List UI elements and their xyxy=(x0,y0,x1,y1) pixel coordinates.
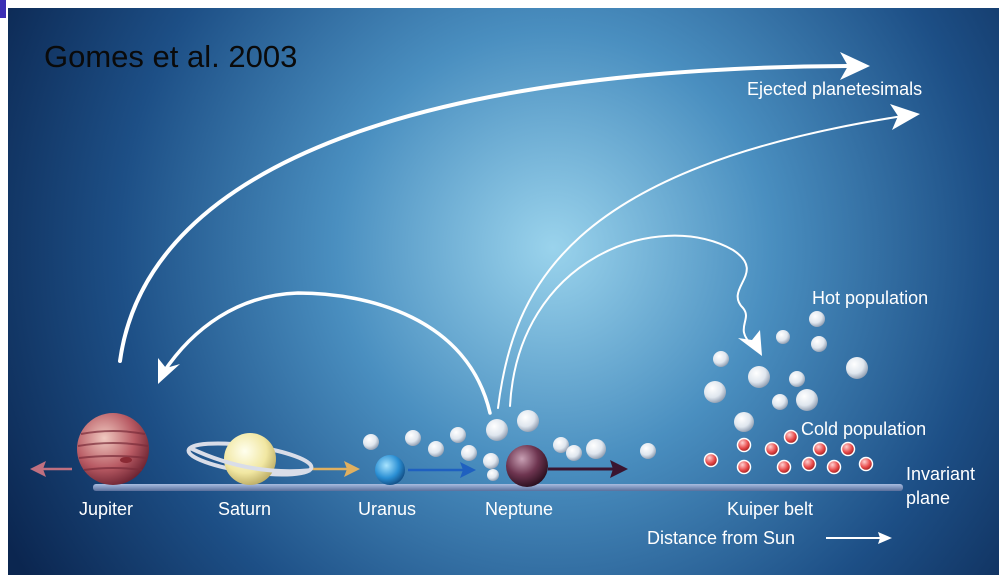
neptune-outward-arrow xyxy=(548,460,628,478)
ejected-planetesimals-label: Ejected planetesimals xyxy=(747,79,923,99)
arrowhead-to-jupiter xyxy=(158,358,180,384)
background xyxy=(8,8,999,575)
neptune-ejection-arc xyxy=(497,115,904,409)
neptune-label: Neptune xyxy=(485,499,554,519)
kuiper-belt-label: Kuiper belt xyxy=(727,499,814,519)
arrowhead-ejected-2 xyxy=(890,104,920,130)
jupiter-inward-arrow xyxy=(30,461,72,477)
arrowheads xyxy=(158,52,920,384)
distance-arrow xyxy=(826,532,892,544)
uranus-outward-arrow xyxy=(408,462,476,478)
invariant-plane-label-line2: plane xyxy=(906,488,951,508)
arrowhead-to-hot-population xyxy=(738,330,762,356)
neptune-planet xyxy=(506,445,548,487)
cold-population-objects xyxy=(703,429,874,475)
saturn-label: Saturn xyxy=(218,499,272,519)
invariant-plane-line xyxy=(93,484,903,491)
saturn-outward-arrow xyxy=(310,461,360,477)
planetesimal-disk xyxy=(363,410,656,481)
saturn-planet xyxy=(186,433,314,485)
slide-accent-bar xyxy=(0,0,6,18)
cold-population-label: Cold population xyxy=(801,419,927,439)
invariant-plane-label-line1: Invariant xyxy=(906,464,976,484)
hot-population-label: Hot population xyxy=(812,288,929,308)
nice-model-diagram xyxy=(8,8,999,575)
citation: Gomes et al. 2003 xyxy=(44,39,298,74)
distance-from-sun-label: Distance from Sun xyxy=(647,528,796,548)
uranus-label: Uranus xyxy=(358,499,417,519)
uranus-planet xyxy=(375,455,405,485)
jupiter-label: Jupiter xyxy=(79,499,134,519)
jupiter-planet xyxy=(77,413,149,485)
diagram-panel: Gomes et al. 2003 Ejected planetesimals … xyxy=(8,8,999,575)
migration-arrows xyxy=(30,460,628,478)
arrowhead-ejected-1 xyxy=(840,52,870,80)
ejection-trajectories xyxy=(118,64,904,415)
hot-population-objects xyxy=(704,311,868,432)
neptune-scatter-arc xyxy=(509,234,754,407)
jupiter-ejection-arc xyxy=(118,64,850,363)
neptune-to-jupiter-arc xyxy=(161,291,492,415)
